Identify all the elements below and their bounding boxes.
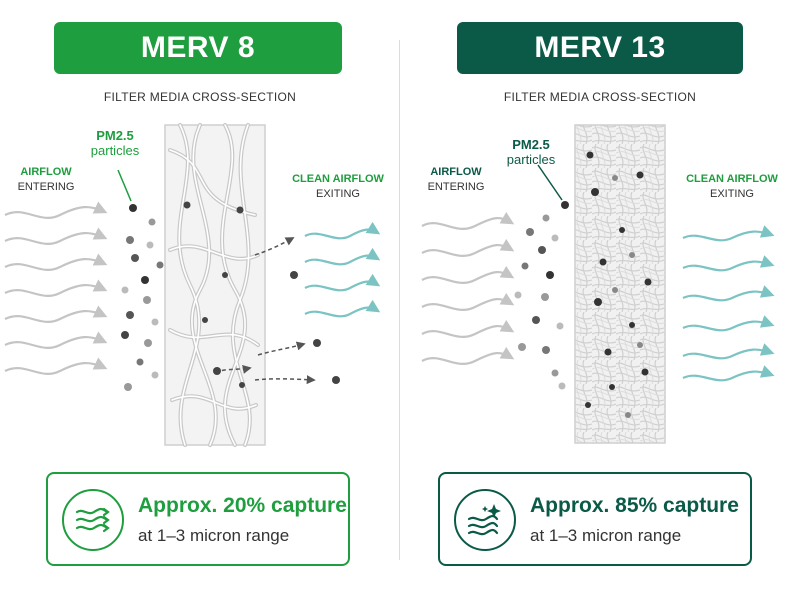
merv13-particles	[514, 201, 569, 390]
merv13-entering-label: AIRFLOW ENTERING	[427, 166, 485, 193]
merv13-entering-airflow	[421, 211, 515, 365]
merv8-entering-airflow	[4, 201, 108, 375]
airflow-arrows-icon	[62, 489, 124, 551]
merv13-capture-range: at 1–3 micron range	[530, 526, 682, 545]
merv8-pm-label: PM2.5 particles	[90, 128, 140, 158]
merv13-exiting-label: CLEAN AIRFLOW EXITING	[686, 173, 778, 200]
merv8-clean-airflow	[304, 221, 381, 318]
merv13-subtitle: FILTER MEDIA CROSS-SECTION	[503, 90, 697, 104]
merv8-particles	[121, 204, 164, 391]
merv8-capture-range: at 1–3 micron range	[138, 526, 290, 545]
merv13-filter-media	[574, 124, 666, 444]
merv13-capture-card: Approx. 85% capture at 1–3 micron range	[438, 472, 752, 566]
merv13-capture-headline: Approx. 85% capture	[530, 494, 739, 517]
merv8-entering-label: AIRFLOW ENTERING	[17, 166, 75, 193]
merv13-cross-section	[421, 124, 775, 444]
merv8-subtitle: FILTER MEDIA CROSS-SECTION	[103, 90, 297, 104]
merv13-pm-label: PM2.5 particles	[506, 137, 556, 167]
merv13-panel: MERV 13 FILTER MEDIA CROSS-SECTION	[400, 0, 800, 600]
airflow-sparkle-icon	[454, 489, 516, 551]
merv8-cross-section	[4, 123, 381, 447]
merv8-filter-media	[164, 123, 266, 447]
panel-divider	[399, 40, 400, 560]
merv8-title: MERV 8	[54, 22, 342, 74]
merv8-capture-card: Approx. 20% capture at 1–3 micron range	[46, 472, 350, 566]
merv8-panel: MERV 8 FILTER MEDIA CROSS-SECTION	[4, 22, 384, 566]
merv13-title: MERV 13	[457, 22, 743, 74]
merv8-exiting-label: CLEAN AIRFLOW EXITING	[292, 173, 384, 200]
merv13-clean-airflow	[682, 225, 775, 382]
merv8-capture-headline: Approx. 20% capture	[138, 494, 347, 517]
